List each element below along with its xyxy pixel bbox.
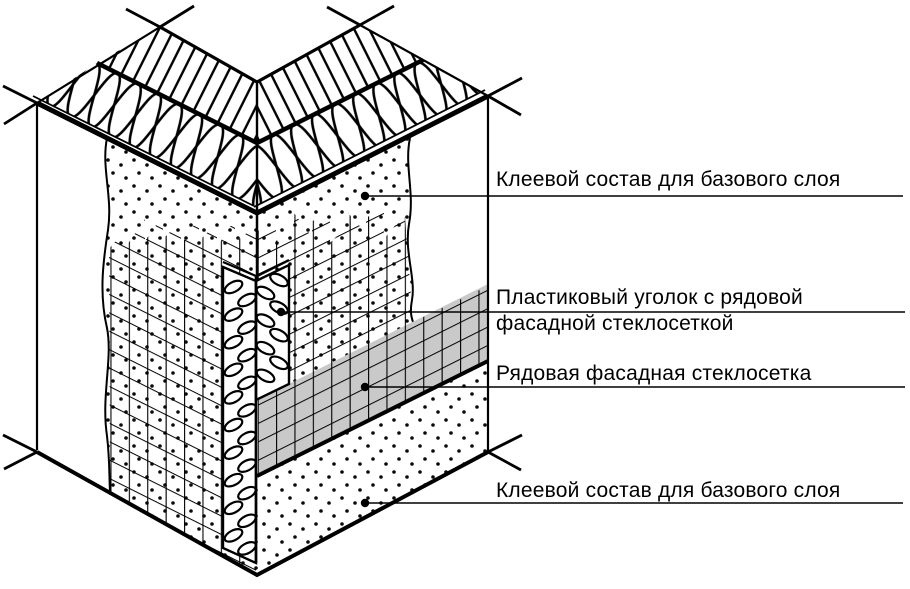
- perforation-hole: [237, 292, 257, 308]
- callout-plastic-corner-line1: Пластиковый уголок с рядовой: [496, 286, 803, 309]
- break-mark: [3, 450, 38, 471]
- reinforcing-mesh: [109, 213, 489, 574]
- wall-top-section: [32, 25, 488, 213]
- perforation-hole: [223, 445, 244, 460]
- perforation-hole: [237, 485, 257, 501]
- perforation-hole: [223, 500, 244, 516]
- perforations-right-flange: [255, 272, 289, 384]
- wall-hatch-left: [97, 27, 257, 143]
- perforation-hole: [237, 320, 257, 335]
- mesh-strip-bottom-edge: [256, 359, 489, 478]
- perforation-hole: [237, 430, 257, 446]
- perforation-hole: [255, 340, 276, 356]
- corner-profile: [221, 259, 291, 565]
- perforation-hole: [269, 327, 289, 343]
- leader-dot: [360, 498, 370, 508]
- callout-facade-mesh: Рядовая фасадная стеклосетка: [496, 362, 812, 385]
- insulation-band-left: [37, 63, 257, 213]
- leader-dot: [276, 307, 286, 317]
- perforation-hole: [223, 528, 244, 543]
- drawing-edges: [35, 23, 490, 578]
- wall-hatch-right: [257, 25, 423, 143]
- torn-edge-left: [101, 137, 111, 492]
- leader-dot: [360, 191, 370, 201]
- break-mark: [326, 5, 361, 27]
- perforation-hole: [269, 355, 289, 371]
- perforation-hole: [237, 541, 257, 556]
- break-mark: [125, 7, 161, 29]
- break-mark: [2, 433, 38, 454]
- perforation-hole: [237, 458, 257, 473]
- perforations-left-flange: [223, 279, 257, 556]
- perforation-hole: [237, 375, 257, 391]
- perforation-hole: [237, 347, 257, 363]
- corner-mesh-left-face: [109, 215, 256, 574]
- perforation-hole: [223, 279, 244, 295]
- skin-line-left: [32, 95, 255, 207]
- insulation-band-right: [257, 60, 488, 213]
- corner-mesh-right-face: [258, 213, 488, 475]
- perforation-hole: [255, 285, 276, 301]
- cut-edge-right: [359, 24, 489, 97]
- cut-edge-left: [36, 26, 161, 104]
- callout-base-coat-upper: Клеевой состав для базового слоя: [496, 168, 841, 191]
- callout-base-coat-lower: Клеевой состав для базового слоя: [496, 479, 841, 502]
- break-marks: [2, 4, 523, 472]
- break-mark: [2, 84, 38, 105]
- break-mark: [487, 76, 523, 98]
- callouts: Клеевой состав для базового слоя Пластик…: [276, 168, 905, 508]
- skin-line-right: [253, 89, 486, 208]
- perforation-hole: [223, 307, 244, 322]
- break-mark: [359, 4, 395, 27]
- perforation-hole: [223, 417, 244, 433]
- base-coat-right-face-lower: [257, 361, 488, 575]
- break-mark: [159, 4, 195, 29]
- perforation-hole: [255, 368, 276, 384]
- perforation-hole: [255, 313, 276, 328]
- perforation-hole: [269, 272, 289, 288]
- bottom-edge: [36, 450, 489, 578]
- break-mark: [3, 101, 38, 126]
- break-mark: [487, 433, 523, 454]
- break-mark: [487, 94, 522, 117]
- callout-plastic-corner-line2: фасадной стеклосеткой: [496, 312, 734, 335]
- perforation-hole: [237, 403, 257, 418]
- perforation-hole: [237, 513, 257, 529]
- perforation-hole: [223, 390, 244, 405]
- break-mark: [487, 450, 522, 472]
- perforation-hole: [223, 472, 244, 488]
- leader-dot: [360, 382, 370, 392]
- perforation-hole: [223, 334, 244, 350]
- perforation-hole: [223, 362, 244, 378]
